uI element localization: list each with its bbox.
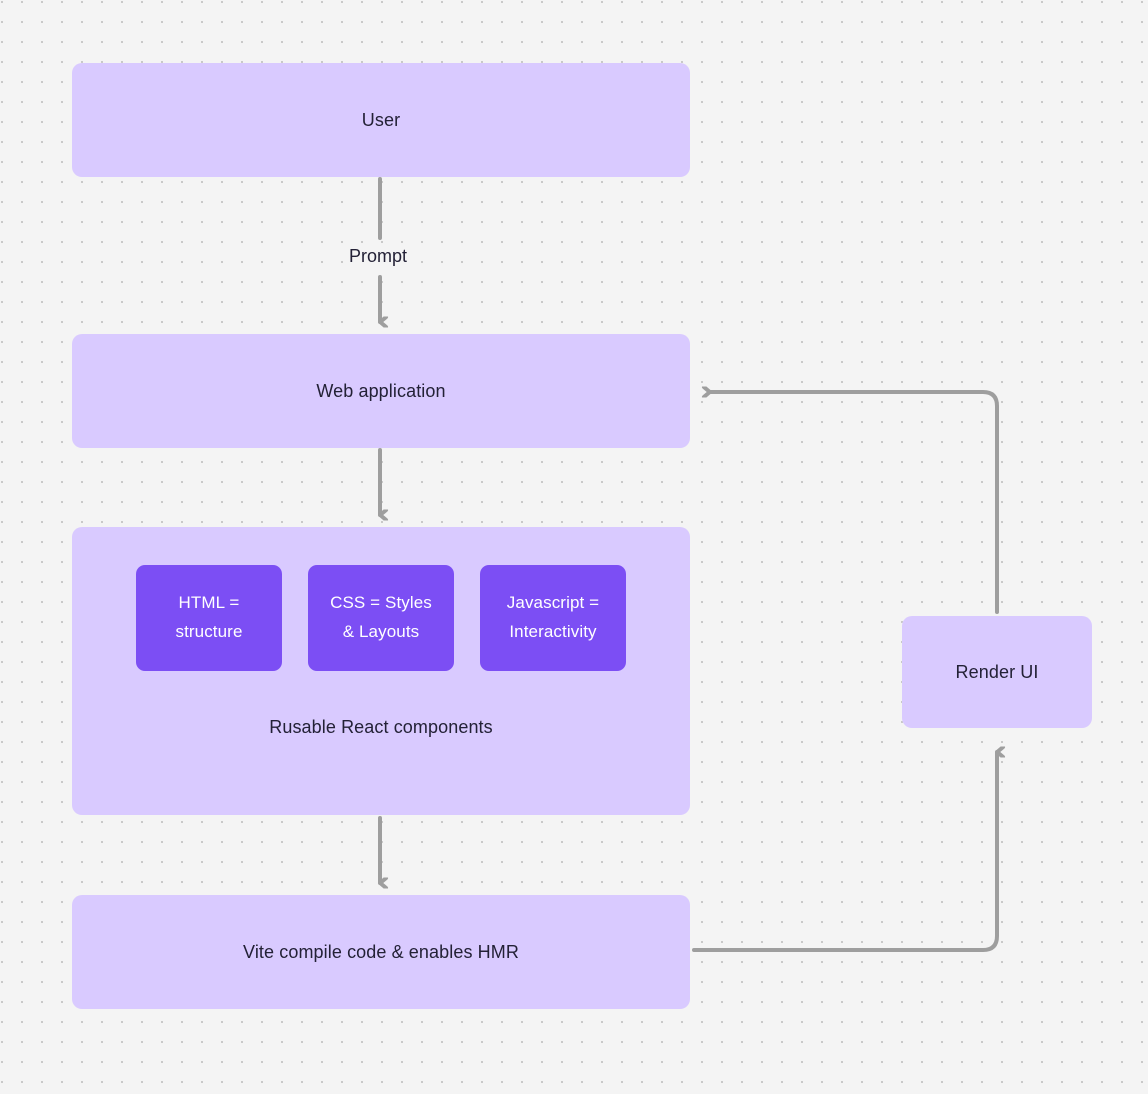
node-user-label: User (361, 109, 401, 130)
node-react-components[interactable]: HTML = structure CSS = Styles & Layouts … (72, 527, 690, 815)
inner-node-html-line2: structure (175, 622, 243, 641)
inner-node-row: HTML = structure CSS = Styles & Layouts … (72, 565, 690, 671)
node-render-ui-label: Render UI (955, 661, 1039, 682)
node-web-application-label: Web application (316, 380, 446, 401)
node-vite[interactable]: Vite compile code & enables HMR (72, 895, 690, 1009)
edge-render-to-webapp (710, 392, 999, 614)
node-render-ui[interactable]: Render UI (902, 616, 1092, 728)
edge-label-prompt: Prompt (344, 245, 413, 268)
inner-node-javascript-line2: Interactivity (509, 622, 597, 641)
inner-node-css-line1: CSS = Styles (330, 593, 432, 613)
inner-node-css-line2: & Layouts (342, 622, 420, 641)
inner-node-css[interactable]: CSS = Styles & Layouts (308, 565, 454, 671)
edge-vite-to-render (692, 752, 997, 952)
node-vite-label: Vite compile code & enables HMR (243, 941, 519, 962)
inner-node-javascript[interactable]: Javascript = Interactivity (480, 565, 626, 671)
node-user[interactable]: User (72, 63, 690, 177)
node-web-application[interactable]: Web application (72, 334, 690, 448)
inner-node-javascript-line1: Javascript = (506, 593, 600, 613)
inner-node-html-line1: HTML = (178, 593, 240, 613)
inner-node-html[interactable]: HTML = structure (136, 565, 282, 671)
node-react-components-caption: Rusable React components (269, 717, 493, 737)
